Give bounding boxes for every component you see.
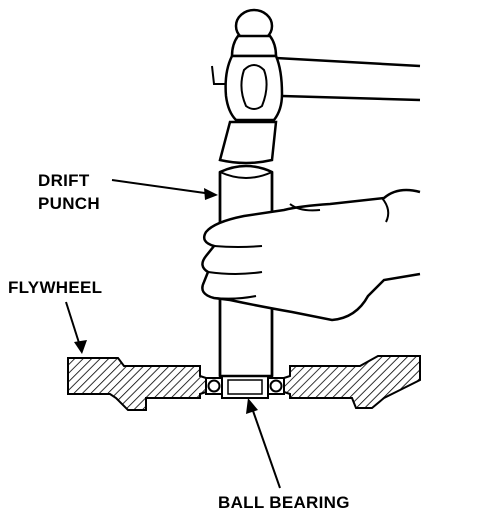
hand [201, 188, 421, 322]
hammer [211, 8, 421, 165]
drift-punch-label-line2: PUNCH [38, 194, 100, 213]
flywheel-label: FLYWHEEL [8, 278, 103, 297]
flywheel-section [67, 355, 421, 411]
ball-bearing-label: BALL BEARING [218, 493, 350, 512]
ball-bearing [205, 375, 285, 399]
drift-punch-label-line1: DRIFT [38, 171, 90, 190]
leader-arrows [65, 179, 281, 489]
